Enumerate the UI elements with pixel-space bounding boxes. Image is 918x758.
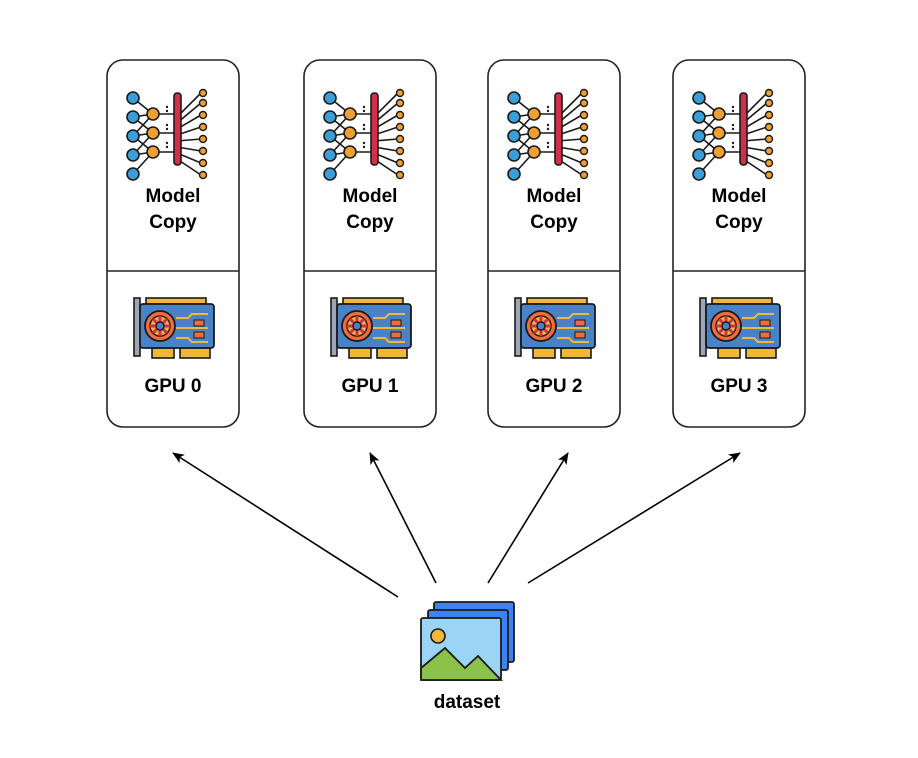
model-copy-line2: Copy xyxy=(715,212,763,233)
node-gpu-0: Model Copy GPU 0 xyxy=(106,59,240,428)
model-copy-line1: Model xyxy=(343,186,398,207)
gpu-label: GPU 0 xyxy=(144,376,201,397)
node-gpu-2: Model Copy GPU 2 xyxy=(487,59,621,428)
arrow-to-gpu-0 xyxy=(172,452,399,598)
model-copy-line1: Model xyxy=(527,186,582,207)
distribution-arrows xyxy=(172,452,741,598)
model-copy-line1: Model xyxy=(146,186,201,207)
model-copy-line1: Model xyxy=(712,186,767,207)
model-copy-line2: Copy xyxy=(346,212,394,233)
arrow-to-gpu-3 xyxy=(527,452,741,584)
node-gpu-1: Model Copy GPU 1 xyxy=(303,59,437,428)
gpu-label: GPU 2 xyxy=(525,376,582,397)
gpu-label: GPU 3 xyxy=(710,376,767,397)
arrow-to-gpu-2 xyxy=(487,452,569,584)
dataset-label: dataset xyxy=(434,692,501,713)
node-gpu-3: Model Copy GPU 3 xyxy=(672,59,806,428)
model-copy-line2: Copy xyxy=(149,212,197,233)
arrow-to-gpu-1 xyxy=(369,452,437,584)
model-copy-line2: Copy xyxy=(530,212,578,233)
image-stack-icon xyxy=(420,601,515,681)
gpu-label: GPU 1 xyxy=(341,376,398,397)
